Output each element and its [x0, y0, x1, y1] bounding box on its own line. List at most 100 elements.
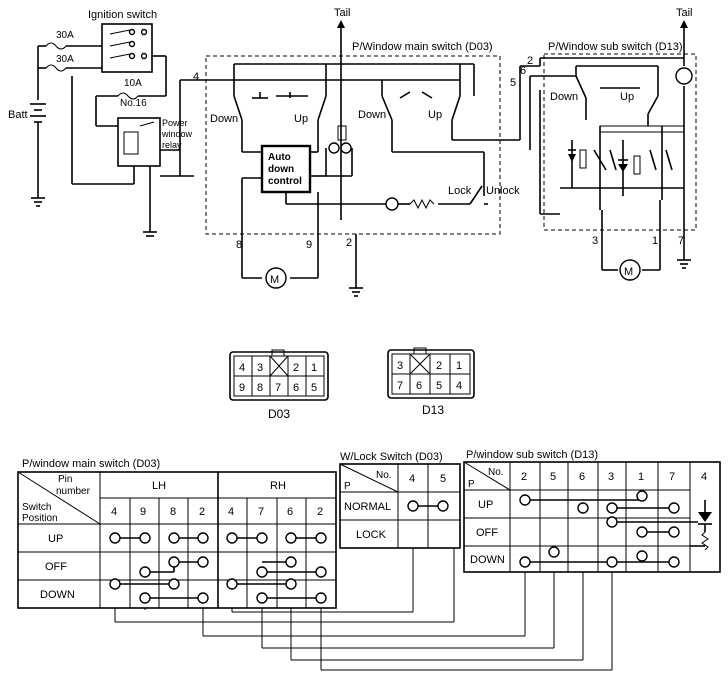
- table-main-pin: 9: [140, 506, 146, 518]
- fuse-10a-label: 10A: [124, 78, 142, 89]
- pin-1-sub: 1: [652, 235, 658, 247]
- table-sub-row-down: DOWN: [470, 554, 505, 566]
- d03-label: D03: [268, 407, 290, 421]
- svg-text:Auto: Auto: [268, 152, 291, 163]
- tail-right-arrow: [680, 20, 688, 28]
- table-lock-switch: W/Lock Switch (D03) No. P 4 5 NORMAL LOC…: [339, 451, 461, 549]
- table-main-pin: 8: [170, 506, 176, 518]
- d13-label: D13: [422, 403, 444, 417]
- table-sub-row-up: UP: [478, 499, 493, 511]
- table-main-switch-pos-1: Switch: [22, 502, 51, 513]
- table-sub-switch: P/window sub switch (D13) No. P 2 5 6 3 …: [463, 449, 721, 573]
- tail-left-label: Tail: [334, 7, 351, 19]
- main-switch-title: P/Window main switch (D03): [352, 41, 493, 53]
- table-lock-no: No.: [376, 470, 392, 481]
- fuse-30a-1-label: 30A: [56, 30, 74, 41]
- table-main-pin: 4: [111, 506, 117, 518]
- table-lock-row-normal: NORMAL: [344, 501, 391, 513]
- table-sub-pin: 3: [608, 471, 614, 483]
- table-lock-title: W/Lock Switch (D03): [340, 451, 443, 463]
- table-main-pin-number-1: Pin: [58, 474, 72, 485]
- connector-d13: 3 2 1 7 6 5 4 D13: [387, 347, 475, 417]
- sub-switch-box: [543, 53, 697, 231]
- connector-d03: 4 3 2 1 9 8 7 6 5 D03: [229, 349, 329, 421]
- relay-label: Power window relay: [161, 118, 193, 150]
- illumination-lamp: [675, 67, 693, 85]
- svg-text:window: window: [161, 129, 193, 139]
- table-main-rh: RH: [270, 480, 286, 492]
- d13-pin-6: 6: [416, 380, 422, 392]
- down-label-lh: Down: [210, 113, 238, 125]
- table-main-switch: P/window main switch (D03) Pin number Sw…: [17, 458, 337, 609]
- table-sub-title: P/window sub switch (D13): [466, 449, 598, 461]
- lock-label: Lock: [448, 185, 472, 197]
- tail-left-arrow: [337, 20, 345, 28]
- table-sub-pin: 6: [579, 471, 585, 483]
- sub-switch-title: P/Window sub switch (D13): [548, 41, 683, 53]
- d13-pin-2: 2: [436, 360, 442, 372]
- main-switch-box: [205, 55, 501, 235]
- sub-down-connections: [519, 546, 680, 568]
- svg-text:down: down: [268, 164, 294, 175]
- d13-pin-1: 1: [456, 360, 462, 372]
- main-switch: Tail P/Window main switch (D03) 4 Down U…: [193, 7, 520, 297]
- sub-up-connections: [519, 490, 680, 514]
- ground-symbol-main: [349, 287, 363, 297]
- pin-5-sub: 5: [510, 77, 516, 89]
- up-label-sub: Up: [620, 91, 634, 103]
- table-main-row-up: UP: [48, 533, 63, 545]
- sub-switch: Tail P/Window sub switch (D13) 2 6 5 Dow…: [510, 7, 697, 281]
- tail-right-label: Tail: [676, 7, 693, 19]
- table-lock-p: P: [344, 481, 351, 492]
- table-sub-p: P: [468, 479, 475, 490]
- main-off-connections: [139, 556, 327, 578]
- main-up-connections: [109, 532, 327, 544]
- up-label-lh: Up: [294, 113, 308, 125]
- d03-pin-4: 4: [239, 362, 245, 374]
- sub-resistor-1: [579, 149, 587, 169]
- table-main-pin: 7: [258, 506, 264, 518]
- table-lock-pin-5: 5: [440, 473, 446, 485]
- power-section: Ignition switch 30A 30A 10A No.16 Batt: [8, 9, 206, 237]
- d13-pin-5: 5: [436, 380, 442, 392]
- d13-pin-3: 3: [397, 360, 403, 372]
- pin-8-main: 8: [236, 239, 242, 251]
- table-sub-pin: 2: [521, 471, 527, 483]
- up-label-rh: Up: [428, 109, 442, 121]
- pin-2-sub: 2: [527, 55, 533, 67]
- pin-2-main: 2: [346, 237, 352, 249]
- sub-off-connections: [606, 516, 680, 538]
- d13-pin-4: 4: [456, 380, 462, 392]
- table-sub-row-off: OFF: [476, 527, 498, 539]
- d03-pin-2: 2: [293, 362, 299, 374]
- ground-symbol-sub: [677, 259, 691, 269]
- sub-resistor-2: [633, 155, 641, 175]
- indicator-lamp-2: [340, 142, 352, 154]
- pin-7-sub: 7: [678, 235, 684, 247]
- batt-label: Batt: [8, 109, 28, 121]
- table-main-pin: 2: [317, 506, 323, 518]
- fuse-30a-2: [45, 64, 67, 72]
- pin-6-sub: 6: [520, 65, 526, 77]
- d03-pin-8: 8: [257, 382, 263, 394]
- main-lh-switch: [233, 92, 327, 121]
- main-rh-switch: [381, 91, 461, 121]
- table-lock-pin-4: 4: [409, 473, 415, 485]
- table-main-lh: LH: [152, 480, 166, 492]
- svg-text:Power: Power: [162, 118, 188, 128]
- d03-pin-5: 5: [311, 382, 317, 394]
- unlock-label: Unlock: [486, 185, 520, 197]
- table-sub-pin: 1: [638, 471, 644, 483]
- power-window-relay: [117, 117, 161, 167]
- table-interconnect-wires: [114, 548, 613, 671]
- diode-1: [568, 140, 576, 188]
- table-sub-no: No.: [488, 467, 504, 478]
- table-main-pin: 2: [199, 506, 205, 518]
- table-main-switch-pos-2: Position: [22, 513, 58, 524]
- ignition-switch: [101, 23, 153, 73]
- table-main-title: P/window main switch (D03): [22, 458, 160, 470]
- motor-rh: [619, 259, 641, 281]
- pin-3-sub: 3: [592, 235, 598, 247]
- table-main-row-down: DOWN: [40, 589, 75, 601]
